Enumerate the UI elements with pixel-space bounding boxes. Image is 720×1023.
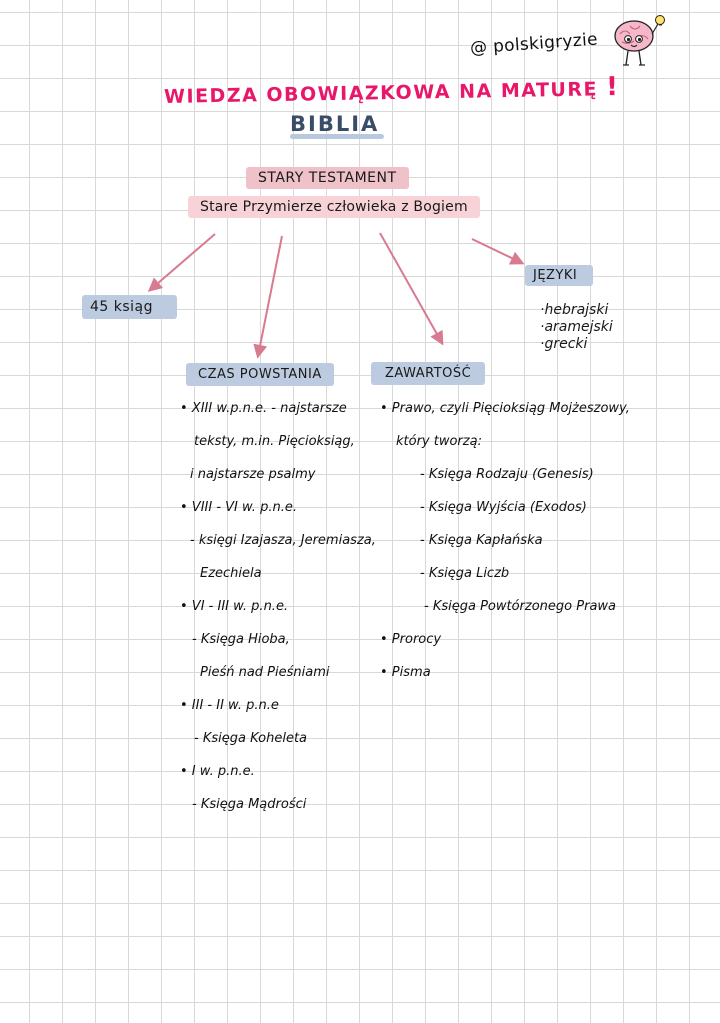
ksiegi-count-box: 45 ksiąg xyxy=(82,295,178,319)
language-item: ·hebrajski xyxy=(540,302,609,318)
czas-powstania-notes: • XIII w.p.n.e. - najstarsze teksty, m.i… xyxy=(180,392,376,821)
czas-line: • XIII w.p.n.e. - najstarsze xyxy=(180,401,347,416)
zawartosc-line: który tworzą: xyxy=(396,434,482,449)
zawartosc-line: - Księga Wyjścia (Exodos) xyxy=(420,500,587,515)
czas-line: Pieśń nad Pieśniami xyxy=(200,665,330,680)
zawartosc-line: - Księga Rodzaju (Genesis) xyxy=(420,467,594,482)
zawartosc-line: - Księga Liczb xyxy=(420,566,510,581)
arrow-to-czas-powstania xyxy=(253,235,283,359)
czas-line: teksty, m.in. Pięcioksiąg, xyxy=(194,434,355,449)
zawartosc-heading: ZAWARTOŚĆ xyxy=(371,362,486,385)
zawartosc-line: • Pisma xyxy=(380,665,431,680)
jezyki-heading: JĘZYKI xyxy=(525,265,594,286)
czas-line: • III - II w. p.n.e xyxy=(180,698,279,713)
languages-list: ·hebrajski ·aramejski ·grecki xyxy=(540,302,613,353)
zawartosc-line: - Księga Kapłańska xyxy=(420,533,543,548)
arrow-to-jezyki xyxy=(471,238,525,265)
czas-line: - księgi Izajasza, Jeremiasza, xyxy=(190,533,376,548)
czas-line: - Księga Koheleta xyxy=(194,731,308,746)
arrow-to-zawartosc xyxy=(379,232,444,346)
zawartosc-line: - Księga Powtórzonego Prawa xyxy=(424,599,617,614)
page-subtitle: BIBLIA xyxy=(290,112,380,136)
brain-mascot-icon xyxy=(614,15,665,66)
czas-line: - Księga Mądrości xyxy=(192,797,307,812)
zawartosc-line: • Prawo, czyli Pięcioksiąg Mojżeszowy, xyxy=(380,401,630,416)
arrow-to-45-ksiag xyxy=(147,233,216,292)
czas-line: - Księga Hioba, xyxy=(192,632,290,647)
czas-line: • VIII - VI w. p.n.e. xyxy=(180,500,297,515)
language-item: ·grecki xyxy=(540,336,588,352)
subtitle-underline xyxy=(290,134,384,139)
czas-line: Ezechiela xyxy=(200,566,262,581)
czas-powstania-heading: CZAS POWSTANIA xyxy=(186,363,334,386)
stary-testament-definition: Stare Przymierze człowieka z Bogiem xyxy=(188,196,480,218)
czas-line: • VI - III w. p.n.e. xyxy=(180,599,289,614)
stary-testament-heading: STARY TESTAMENT xyxy=(246,167,409,189)
language-item: ·aramejski xyxy=(540,319,613,335)
czas-line: i najstarsze psalmy xyxy=(190,467,316,482)
zawartosc-notes: • Prawo, czyli Pięcioksiąg Mojżeszowy, k… xyxy=(380,392,630,689)
zawartosc-line: • Prorocy xyxy=(380,632,442,647)
czas-line: • I w. p.n.e. xyxy=(180,764,255,779)
